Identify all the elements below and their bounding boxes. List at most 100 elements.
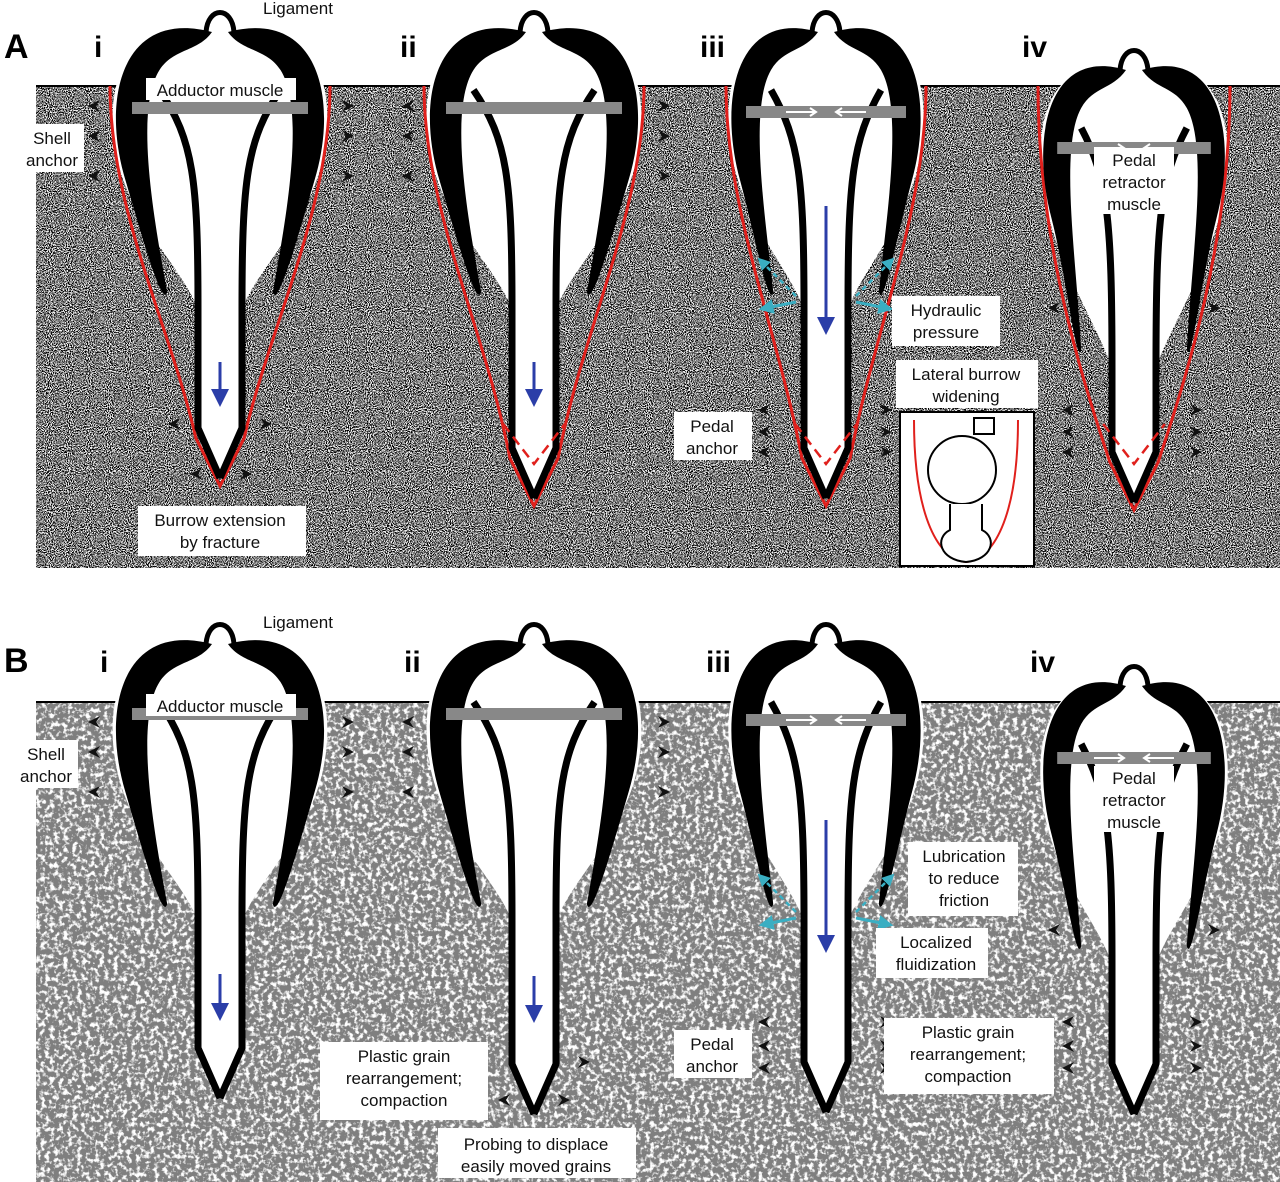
contract-arrow xyxy=(834,107,866,117)
anchor-chevron xyxy=(1062,426,1074,438)
ligament-label-b: Ligament xyxy=(263,613,333,632)
left-valve xyxy=(731,28,818,295)
probing-label-line: easily moved grains xyxy=(461,1157,611,1176)
burrow-outline xyxy=(422,85,646,510)
ligament xyxy=(517,622,551,645)
ligament-label-a: Ligament xyxy=(263,0,333,18)
anchor-chevron xyxy=(658,746,670,758)
right-valve xyxy=(834,640,921,907)
left-valve xyxy=(115,640,212,907)
ligament xyxy=(1117,48,1151,71)
shell-anchor-label-b-line: Shell xyxy=(27,745,65,764)
organism-b-iii xyxy=(728,622,924,1114)
adductor-label-a-line: Adductor muscle xyxy=(157,81,284,100)
fluid-arrow xyxy=(757,873,797,913)
dashed-burrow xyxy=(794,423,858,467)
fluid-arrow xyxy=(855,873,895,913)
plastic-label-b-iii-line: rearrangement; xyxy=(910,1045,1026,1064)
fluid-arrow xyxy=(758,915,797,930)
ligament xyxy=(1117,664,1151,687)
plastic-label-b-iii-box xyxy=(884,1018,1054,1094)
adductor-label-a: Adductor muscle xyxy=(146,78,296,100)
dashed-burrow xyxy=(1102,423,1166,467)
anchor-chevron xyxy=(498,1094,510,1106)
anchor-chevron xyxy=(260,418,272,430)
step-a-i: i xyxy=(94,31,102,64)
anchor-chevron xyxy=(342,100,354,112)
left-valve xyxy=(429,28,526,295)
fluid-arrow xyxy=(855,299,894,314)
lateral-widening-label-line: Lateral burrow xyxy=(912,365,1021,384)
organism-b-ii xyxy=(402,622,670,1116)
left-valve xyxy=(115,28,212,295)
anchor-chevron xyxy=(240,468,252,480)
ligament-label-a-line: Ligament xyxy=(263,0,333,18)
body-fill xyxy=(112,638,328,1098)
anchor-chevron xyxy=(342,170,354,182)
fluid-arrow xyxy=(855,257,895,297)
left-valve xyxy=(731,640,818,907)
organism-a-i xyxy=(88,10,354,490)
lubrication-label-line: Lubrication xyxy=(922,847,1005,866)
anchor-chevron xyxy=(658,786,670,798)
anchor-chevron xyxy=(1190,426,1202,438)
anchor-chevron xyxy=(880,446,892,458)
adductor-muscle xyxy=(446,708,622,720)
pedal-anchor-label-b: Pedal anchor xyxy=(674,1030,752,1078)
anchor-chevron xyxy=(558,1094,570,1106)
right-valve xyxy=(834,28,921,295)
shell-anchor-label-b-box xyxy=(14,740,78,788)
body-fill xyxy=(426,638,642,1114)
burrow-outline xyxy=(1036,85,1232,514)
hydraulic-label-line: Hydraulic xyxy=(911,301,982,320)
pedal-anchor-label-b-line: anchor xyxy=(686,1057,738,1076)
dashed-burrow xyxy=(502,423,566,467)
probing-label: Probing to displace easily moved grains xyxy=(438,1128,636,1178)
body-fill xyxy=(426,26,642,499)
organism-layer xyxy=(88,10,1232,1116)
anchor-chevron xyxy=(1062,1062,1074,1074)
anchor-chevron xyxy=(880,404,892,416)
step-a-iv: iv xyxy=(1022,31,1047,64)
organism-a-ii xyxy=(402,10,670,510)
contract-arrow xyxy=(786,715,818,725)
plastic-label-b-ii-line: Plastic grain xyxy=(358,1047,451,1066)
anchor-chevron xyxy=(168,418,180,430)
foot-edge xyxy=(156,700,224,1100)
anchor-chevron xyxy=(1190,1040,1202,1052)
probing-label-line: Probing to displace xyxy=(464,1135,609,1154)
anchor-chevron xyxy=(1062,1016,1074,1028)
anchor-chevron xyxy=(402,130,414,142)
anchor-chevron xyxy=(758,426,770,438)
ligament-label-b-line: Ligament xyxy=(263,613,333,632)
right-valve xyxy=(542,28,639,295)
foot-edge xyxy=(530,700,598,1116)
anchor-chevron xyxy=(1208,302,1220,314)
anchor-chevron xyxy=(1062,404,1074,416)
contract-arrow xyxy=(1094,753,1126,763)
burrow-outline xyxy=(108,85,332,490)
anchor-chevron xyxy=(402,716,414,728)
anchor-chevron xyxy=(88,786,100,798)
lubrication-label-box xyxy=(908,842,1018,916)
anchor-chevron xyxy=(1190,446,1202,458)
lateral-widening-label-box xyxy=(896,360,1038,408)
adductor-label-b: Adductor muscle xyxy=(146,694,296,716)
burrow-fracture-label-line: Burrow extension xyxy=(154,511,285,530)
pedal-anchor-label-b-line: Pedal xyxy=(690,1035,733,1054)
right-valve xyxy=(1142,682,1225,949)
adductor-muscle xyxy=(1057,752,1211,764)
anchor-chevron xyxy=(88,746,100,758)
plastic-label-b-iii-line: Plastic grain xyxy=(922,1023,1015,1042)
adductor-muscle xyxy=(446,102,622,114)
